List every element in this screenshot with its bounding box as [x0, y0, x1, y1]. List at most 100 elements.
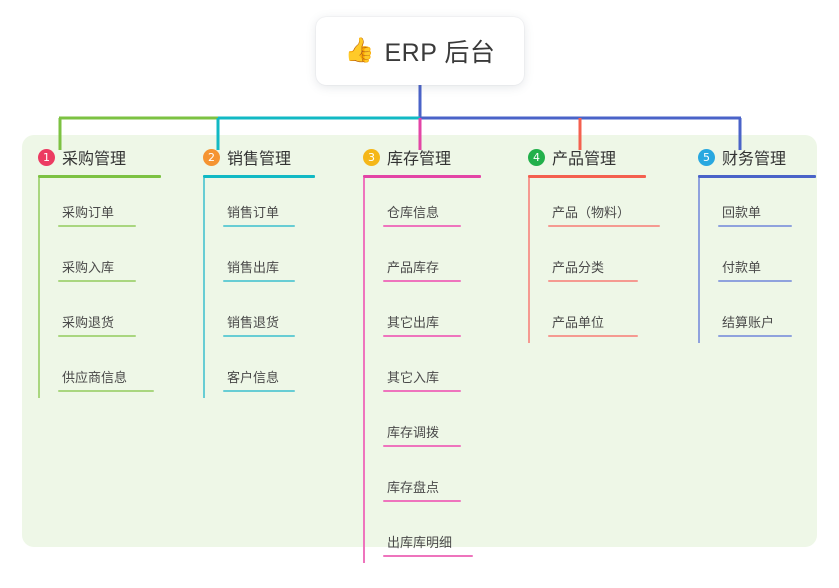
branch-item[interactable]: 回款单	[698, 178, 817, 233]
branch-item-inner: 库存盘点	[383, 477, 461, 508]
branch-item-rule	[223, 390, 295, 392]
branch-item[interactable]: 仓库信息	[363, 178, 512, 233]
branch-item-inner: 销售出库	[223, 257, 295, 288]
branch-item[interactable]: 结算账户	[698, 288, 817, 343]
branch-item-label: 销售退货	[227, 315, 280, 330]
branch-header-1[interactable]: 1 采购管理	[38, 145, 187, 169]
branch-header-5[interactable]: 5 财务管理	[698, 145, 817, 169]
branch-item[interactable]: 客户信息	[203, 343, 347, 398]
branch-title: 销售管理	[227, 151, 292, 168]
branch-title: 产品管理	[552, 151, 617, 168]
branch-number-badge: 3	[363, 148, 380, 166]
branch-item-inner: 销售退货	[223, 312, 295, 343]
branch-item[interactable]: 产品库存	[363, 233, 512, 288]
branch-item-inner: 采购入库	[58, 257, 136, 288]
branch-item-label: 回款单	[722, 205, 762, 220]
branch-item[interactable]: 采购入库	[38, 233, 187, 288]
branch-item-label: 出库库明细	[387, 535, 453, 550]
branch-item[interactable]: 库存调拨	[363, 398, 512, 453]
branch-item-rule	[548, 280, 638, 282]
branch-title: 财务管理	[722, 151, 787, 168]
branch-number-badge: 2	[203, 148, 220, 166]
branch-item-rule	[718, 335, 792, 337]
branch-item-label: 采购入库	[62, 260, 115, 275]
branch-item[interactable]: 销售退货	[203, 288, 347, 343]
branch-item[interactable]: 库存盘点	[363, 453, 512, 508]
branch-item[interactable]: 供应商信息	[38, 343, 187, 398]
branch-item-rule	[548, 225, 660, 227]
branch-item-label: 供应商信息	[62, 370, 128, 385]
branch-item-label: 采购退货	[62, 315, 115, 330]
branch-item-label: 销售出库	[227, 260, 280, 275]
branch-item-label: 采购订单	[62, 205, 115, 220]
branch-item-inner: 产品单位	[548, 312, 638, 343]
branch-item[interactable]: 其它入库	[363, 343, 512, 398]
branch-item-inner: 产品库存	[383, 257, 461, 288]
branch-header-rule	[38, 175, 161, 178]
branch-item-rule	[58, 280, 136, 282]
branch-item-label: 其它入库	[387, 370, 440, 385]
branch-title: 采购管理	[62, 151, 127, 168]
branch-item-inner: 付款单	[718, 257, 792, 288]
branch-header-rule	[363, 175, 481, 178]
branch-item-inner: 其它出库	[383, 312, 461, 343]
branch-item[interactable]: 销售订单	[203, 178, 347, 233]
branch-item-inner: 库存调拨	[383, 422, 461, 453]
branch-header-rule	[528, 175, 646, 178]
branch-header-rule	[698, 175, 816, 178]
branch-item[interactable]: 产品分类	[528, 233, 682, 288]
branch-item-inner: 产品分类	[548, 257, 638, 288]
branch-item-inner: 采购退货	[58, 312, 136, 343]
branch-item-list: 回款单付款单结算账户	[698, 178, 817, 343]
root-node-card[interactable]: 👍 ERP 后台	[316, 17, 524, 85]
branch-number-badge: 1	[38, 148, 55, 166]
branch-item[interactable]: 出库库明细	[363, 508, 512, 563]
branch-item-rule	[58, 335, 136, 337]
branch-spine	[698, 178, 700, 343]
branch-item-inner: 结算账户	[718, 312, 792, 343]
branch-column-1: 1 采购管理采购订单采购入库采购退货供应商信息	[22, 135, 187, 547]
branch-item-inner: 客户信息	[223, 367, 295, 398]
branch-item[interactable]: 采购订单	[38, 178, 187, 233]
branch-item[interactable]: 其它出库	[363, 288, 512, 343]
branch-item-rule	[223, 225, 295, 227]
branch-item[interactable]: 产品（物料）	[528, 178, 682, 233]
branch-item-inner: 出库库明细	[383, 532, 473, 563]
branch-item[interactable]: 销售出库	[203, 233, 347, 288]
branch-item-label: 其它出库	[387, 315, 440, 330]
branch-item-label: 库存调拨	[387, 425, 440, 440]
branch-item-rule	[383, 390, 461, 392]
branch-item-rule	[383, 555, 473, 557]
branch-item-label: 库存盘点	[387, 480, 440, 495]
branch-item-rule	[383, 225, 461, 227]
branch-item-list: 产品（物料） 产品分类产品单位	[528, 178, 682, 343]
branch-item-list: 采购订单采购入库采购退货供应商信息	[38, 178, 187, 398]
root-node-title: ERP 后台	[384, 39, 496, 67]
branch-column-4: 4 产品管理产品（物料） 产品分类产品单位	[512, 135, 682, 547]
branch-item-list: 销售订单销售出库销售退货客户信息	[203, 178, 347, 398]
branch-item-label: 产品单位	[552, 315, 605, 330]
branch-item-inner: 销售订单	[223, 202, 295, 233]
branch-item[interactable]: 采购退货	[38, 288, 187, 343]
branch-item[interactable]: 付款单	[698, 233, 817, 288]
branch-number-badge: 4	[528, 148, 545, 166]
branch-item-inner: 供应商信息	[58, 367, 154, 398]
branch-item-inner: 产品（物料）	[548, 202, 660, 233]
branch-item-inner: 采购订单	[58, 202, 136, 233]
branch-column-5: 5 财务管理回款单付款单结算账户	[682, 135, 817, 547]
branch-item-label: 产品分类	[552, 260, 605, 275]
branch-item-rule	[718, 280, 792, 282]
branch-item-label: 产品库存	[387, 260, 440, 275]
branch-header-4[interactable]: 4 产品管理	[528, 145, 682, 169]
branch-item-rule	[383, 445, 461, 447]
branch-item[interactable]: 产品单位	[528, 288, 682, 343]
branch-item-inner: 其它入库	[383, 367, 461, 398]
branch-item-label: 结算账户	[722, 315, 775, 330]
branch-item-rule	[383, 335, 461, 337]
branch-item-inner: 仓库信息	[383, 202, 461, 233]
branch-item-rule	[548, 335, 638, 337]
branch-number-badge: 5	[698, 148, 715, 166]
branch-header-2[interactable]: 2 销售管理	[203, 145, 347, 169]
